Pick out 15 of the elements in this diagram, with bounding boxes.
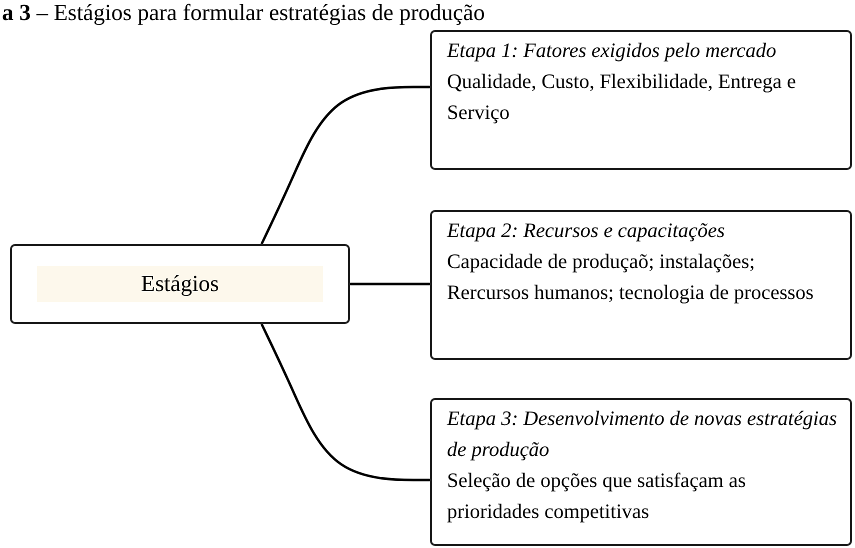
connector-line bbox=[260, 86, 430, 245]
stage-heading: Etapa 1: Fatores exigidos pelo mercado bbox=[447, 39, 778, 64]
root-box bbox=[10, 244, 350, 324]
stage-description: Qualidade, Custo, Flexibilidade, Entrega e Serviço bbox=[447, 70, 797, 126]
connector-line bbox=[260, 323, 430, 482]
figure-title: a 3 – Estágios para formular estratégias de produção bbox=[2, 0, 485, 26]
stage-description: Capacidade de produçaõ; instalações; Rercursos humanos; tecnologia de processos bbox=[447, 250, 815, 306]
stage-description: Seleção de opções que satisfaçam as prioridades competitivas bbox=[447, 469, 747, 525]
stage-box bbox=[430, 210, 852, 360]
connector-line bbox=[350, 282, 430, 286]
root-label: Estágios bbox=[37, 266, 323, 302]
stage-box bbox=[430, 30, 852, 170]
stage-box bbox=[430, 398, 852, 546]
stage-heading: Etapa 2: Recursos e capacitações bbox=[447, 219, 726, 244]
stage-heading: Etapa 3: Desenvolvimento de novas estratégias de produção bbox=[447, 407, 838, 463]
